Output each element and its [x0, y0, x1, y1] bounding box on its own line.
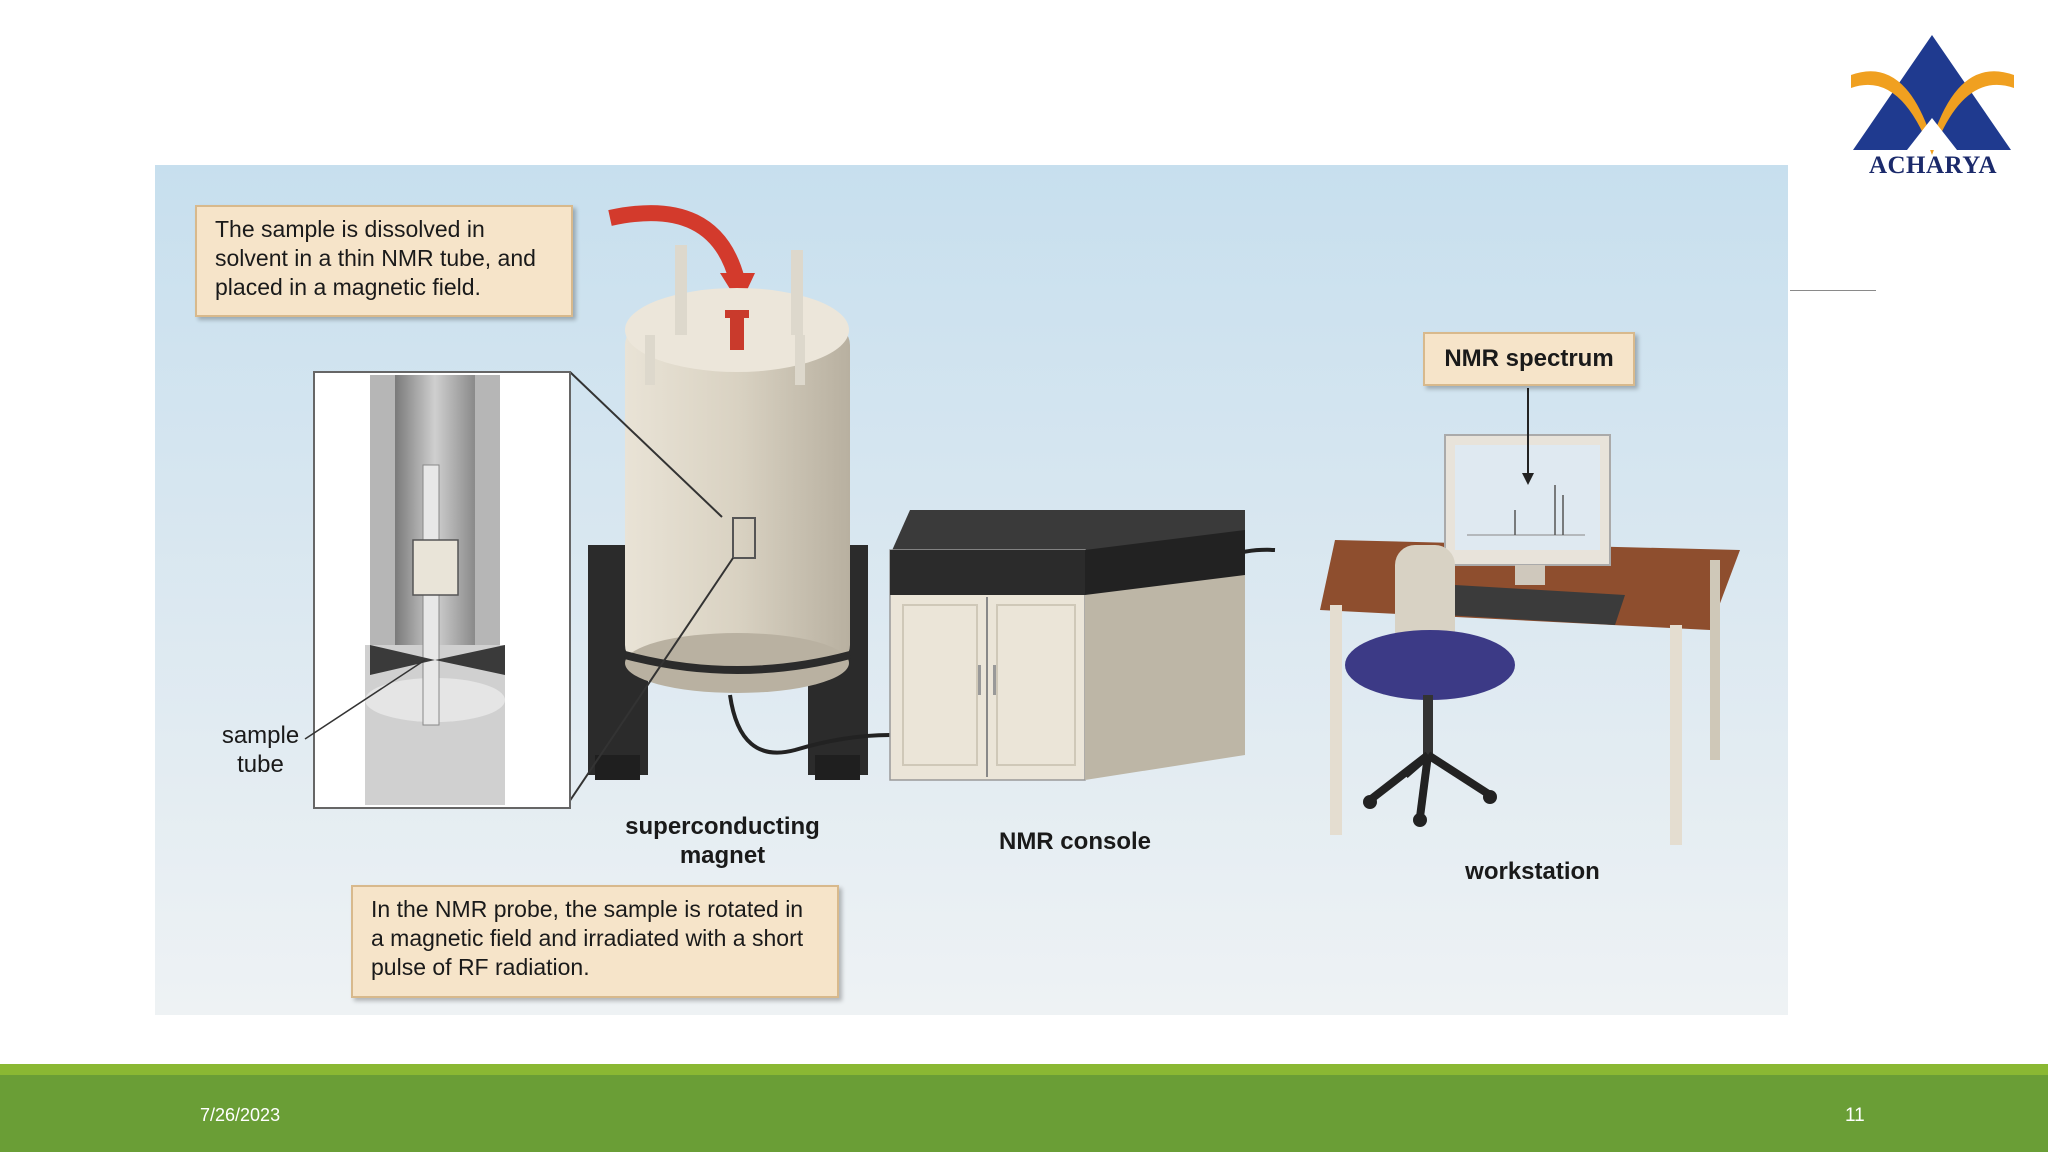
slide-number: 11 — [1845, 1105, 1865, 1126]
label-nmr-console: NMR console — [998, 828, 1151, 855]
label-nmr-spectrum: NMR spectrum — [1423, 332, 1635, 386]
superconducting-magnet — [564, 245, 868, 809]
label-superconducting-magnet: superconducting magnet — [625, 813, 820, 869]
nmr-probe-inset — [304, 371, 571, 809]
slide-date: 7/26/2023 — [200, 1105, 281, 1125]
nmr-instrument-diagram: The sample is dissolved in solvent in a … — [155, 165, 1788, 1015]
footer-bar — [0, 1075, 2048, 1152]
logo-text: ACHARYA — [1868, 152, 1998, 179]
workstation-desk — [1320, 388, 1740, 845]
divider-line — [1790, 290, 1876, 291]
callout-sample-dissolved: The sample is dissolved in solvent in a … — [195, 205, 573, 317]
label-workstation: workstation — [1465, 858, 1600, 885]
callout-nmr-probe: In the NMR probe, the sample is rotated … — [351, 885, 839, 998]
footer-stripe — [0, 1064, 2048, 1075]
acharya-logo — [1851, 35, 2014, 155]
label-sample-tube: sample tube — [221, 722, 300, 778]
nmr-console — [889, 510, 1245, 781]
